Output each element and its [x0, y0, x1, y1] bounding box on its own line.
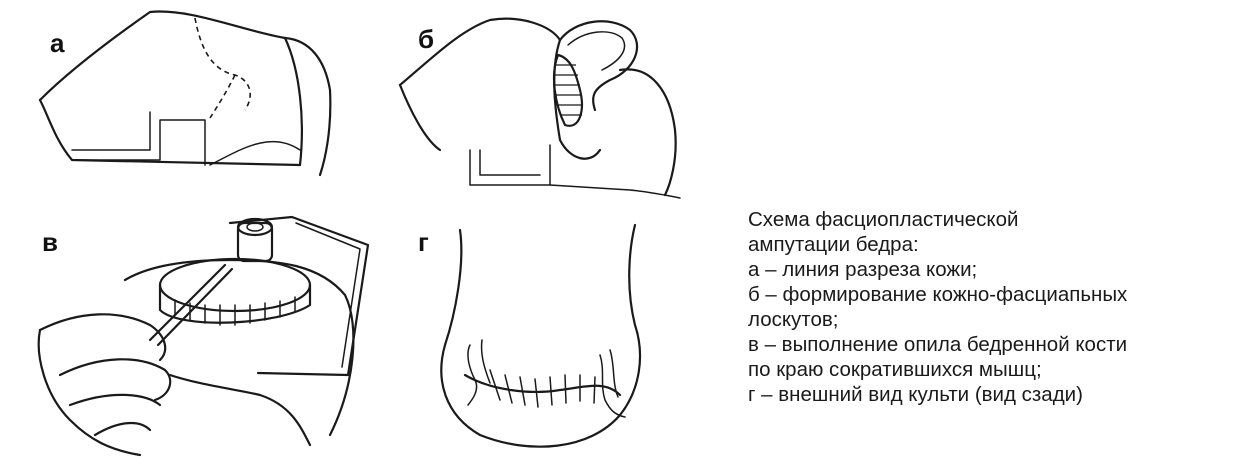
panel-g-drawing — [410, 205, 650, 473]
panel-v-label: в — [42, 227, 58, 258]
caption-item-b-line1: б – формирование кожно-фасциапьных — [748, 282, 1243, 307]
panel-b-label: б — [418, 24, 434, 55]
caption-title-line2: ампутации бедра: — [748, 232, 1243, 257]
caption-item-v-line2: по краю сократившихся мышц; — [748, 357, 1243, 382]
panel-g: г — [410, 205, 650, 473]
caption-title-line1: Схема фасциопластической — [748, 207, 1243, 232]
caption-item-g: г – внешний вид культи (вид сзади) — [748, 382, 1243, 407]
figure-caption: Схема фасциопластической ампутации бедра… — [748, 207, 1243, 407]
panel-a-label: а — [50, 28, 64, 59]
caption-item-b-line2: лоскутов; — [748, 307, 1243, 332]
caption-item-v-line1: в – выполнение опила бедренной кости — [748, 332, 1243, 357]
caption-item-a: а – линия разреза кожи; — [748, 257, 1243, 282]
panel-b: б — [380, 0, 700, 200]
panel-g-label: г — [418, 227, 429, 258]
panel-a: а — [0, 0, 340, 200]
panel-v: в — [0, 205, 380, 473]
